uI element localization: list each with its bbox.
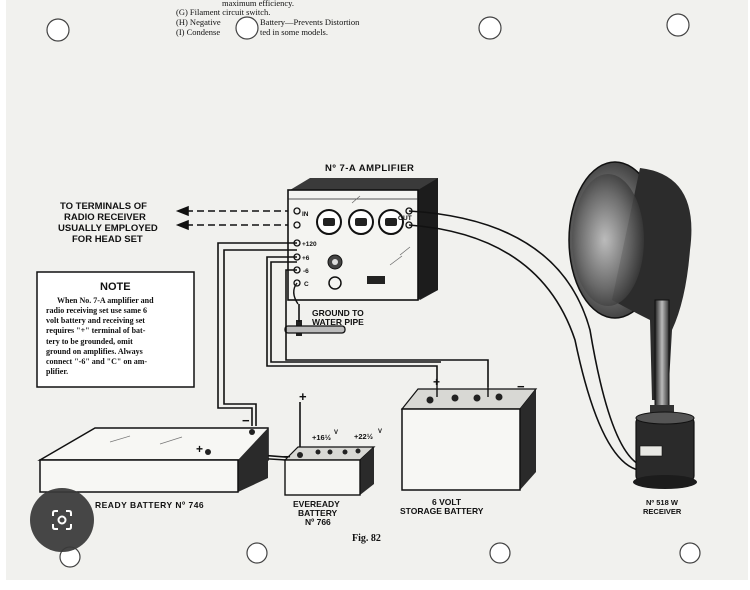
binder-hole-icon <box>246 542 268 564</box>
battery-766-label-2: BATTERY <box>298 508 338 518</box>
battery-746-minus: − <box>242 413 250 428</box>
figure-caption: Fig. 82 <box>352 533 381 544</box>
label-plus120: +120 <box>302 241 317 248</box>
note-title: NOTE <box>100 281 131 293</box>
terminal-note-line-2: RADIO RECEIVER <box>64 212 146 223</box>
battery-766-tap-16-unit: V <box>334 430 338 436</box>
label-in: IN <box>302 211 309 218</box>
note-line: ground on amplifies. Always <box>46 347 143 356</box>
dashed-arrows <box>175 205 288 231</box>
binder-hole-icon <box>679 542 701 564</box>
ground-line-1: GROUND TO <box>312 308 364 318</box>
horn-receiver <box>568 161 697 489</box>
note-line: radio receiving set use same 6 <box>46 306 147 315</box>
label-c: C <box>304 281 309 288</box>
note-line: When No. 7-A amplifier and <box>57 296 154 305</box>
battery-766-minus: − <box>283 449 291 464</box>
top-caption: maximum efficiency. (G) Filament circuit… <box>176 0 360 37</box>
battery-746-plus: + <box>196 442 203 456</box>
terminal-note-line-1: TO TERMINALS OF <box>60 201 147 212</box>
battery-766-tap-22-unit: V <box>378 429 382 435</box>
binder-hole-icon <box>489 542 511 564</box>
caption-line-3b: Battery—Prevents Distortion <box>260 17 360 27</box>
battery-766-label-1: EVEREADY <box>293 499 340 509</box>
storage-plus: + <box>433 375 440 389</box>
storage-battery <box>400 385 538 491</box>
label-minus6: -6 <box>303 268 309 275</box>
image-search-icon <box>52 510 72 530</box>
wires <box>205 210 641 471</box>
amplifier-title: Nº 7-A AMPLIFIER <box>325 163 414 174</box>
receiver-label-1: Nº 518 W <box>646 498 679 507</box>
battery-766-label-3: Nº 766 <box>305 517 331 527</box>
terminal-note-line-4: FOR HEAD SET <box>72 234 143 245</box>
caption-line-1: maximum efficiency. <box>222 0 294 8</box>
battery-746-label: READY BATTERY Nº 746 <box>95 500 204 510</box>
ground-clamp <box>284 282 346 336</box>
caption-line-4a: (I) Condense <box>176 27 220 37</box>
label-out: OUT <box>398 215 412 222</box>
caption-line-2: (G) Filament circuit switch. <box>176 7 270 17</box>
note-box: NOTE When No. 7-A amplifier and radio re… <box>36 271 195 388</box>
battery-766-tap-16: +16½ <box>312 433 331 442</box>
note-line: connect "-6" and "C" on am- <box>46 357 147 366</box>
eveready-battery-746 <box>37 427 269 493</box>
binder-hole-icon <box>666 13 690 37</box>
caption-line-4b: ted in some models. <box>260 27 328 37</box>
battery-766-tap-22: +22½ <box>354 432 373 441</box>
ground-line-2: WATER PIPE <box>312 317 364 327</box>
terminal-labels: IN OUT +120 +6 -6 C <box>302 211 412 288</box>
storage-label-2: STORAGE BATTERY <box>400 506 484 516</box>
eveready-battery-766 <box>283 446 376 496</box>
storage-label-1: 6 VOLT <box>432 497 462 507</box>
note-line: volt battery and receiving set <box>46 316 145 325</box>
note-line: tery to be grounded, omit <box>46 337 133 346</box>
battery-766-plus: + <box>299 389 307 404</box>
image-search-button[interactable] <box>30 488 94 552</box>
caption-line-3a: (H) Negative <box>176 17 221 27</box>
storage-minus: − <box>517 379 525 394</box>
amplifier-unit <box>287 178 438 301</box>
binder-hole-icon <box>478 16 502 40</box>
binder-hole-icon <box>235 16 259 40</box>
label-plus6: +6 <box>302 255 310 262</box>
binder-holes <box>46 13 701 568</box>
note-line: plifier. <box>46 367 68 376</box>
terminal-note: TO TERMINALS OF RADIO RECEIVER USUALLY E… <box>58 201 158 245</box>
terminal-note-line-3: USUALLY EMPLOYED <box>58 223 158 234</box>
binder-hole-icon <box>46 18 70 42</box>
note-line: requires "+" terminal of bat- <box>46 326 146 335</box>
receiver-label-2: RECEIVER <box>643 507 682 516</box>
